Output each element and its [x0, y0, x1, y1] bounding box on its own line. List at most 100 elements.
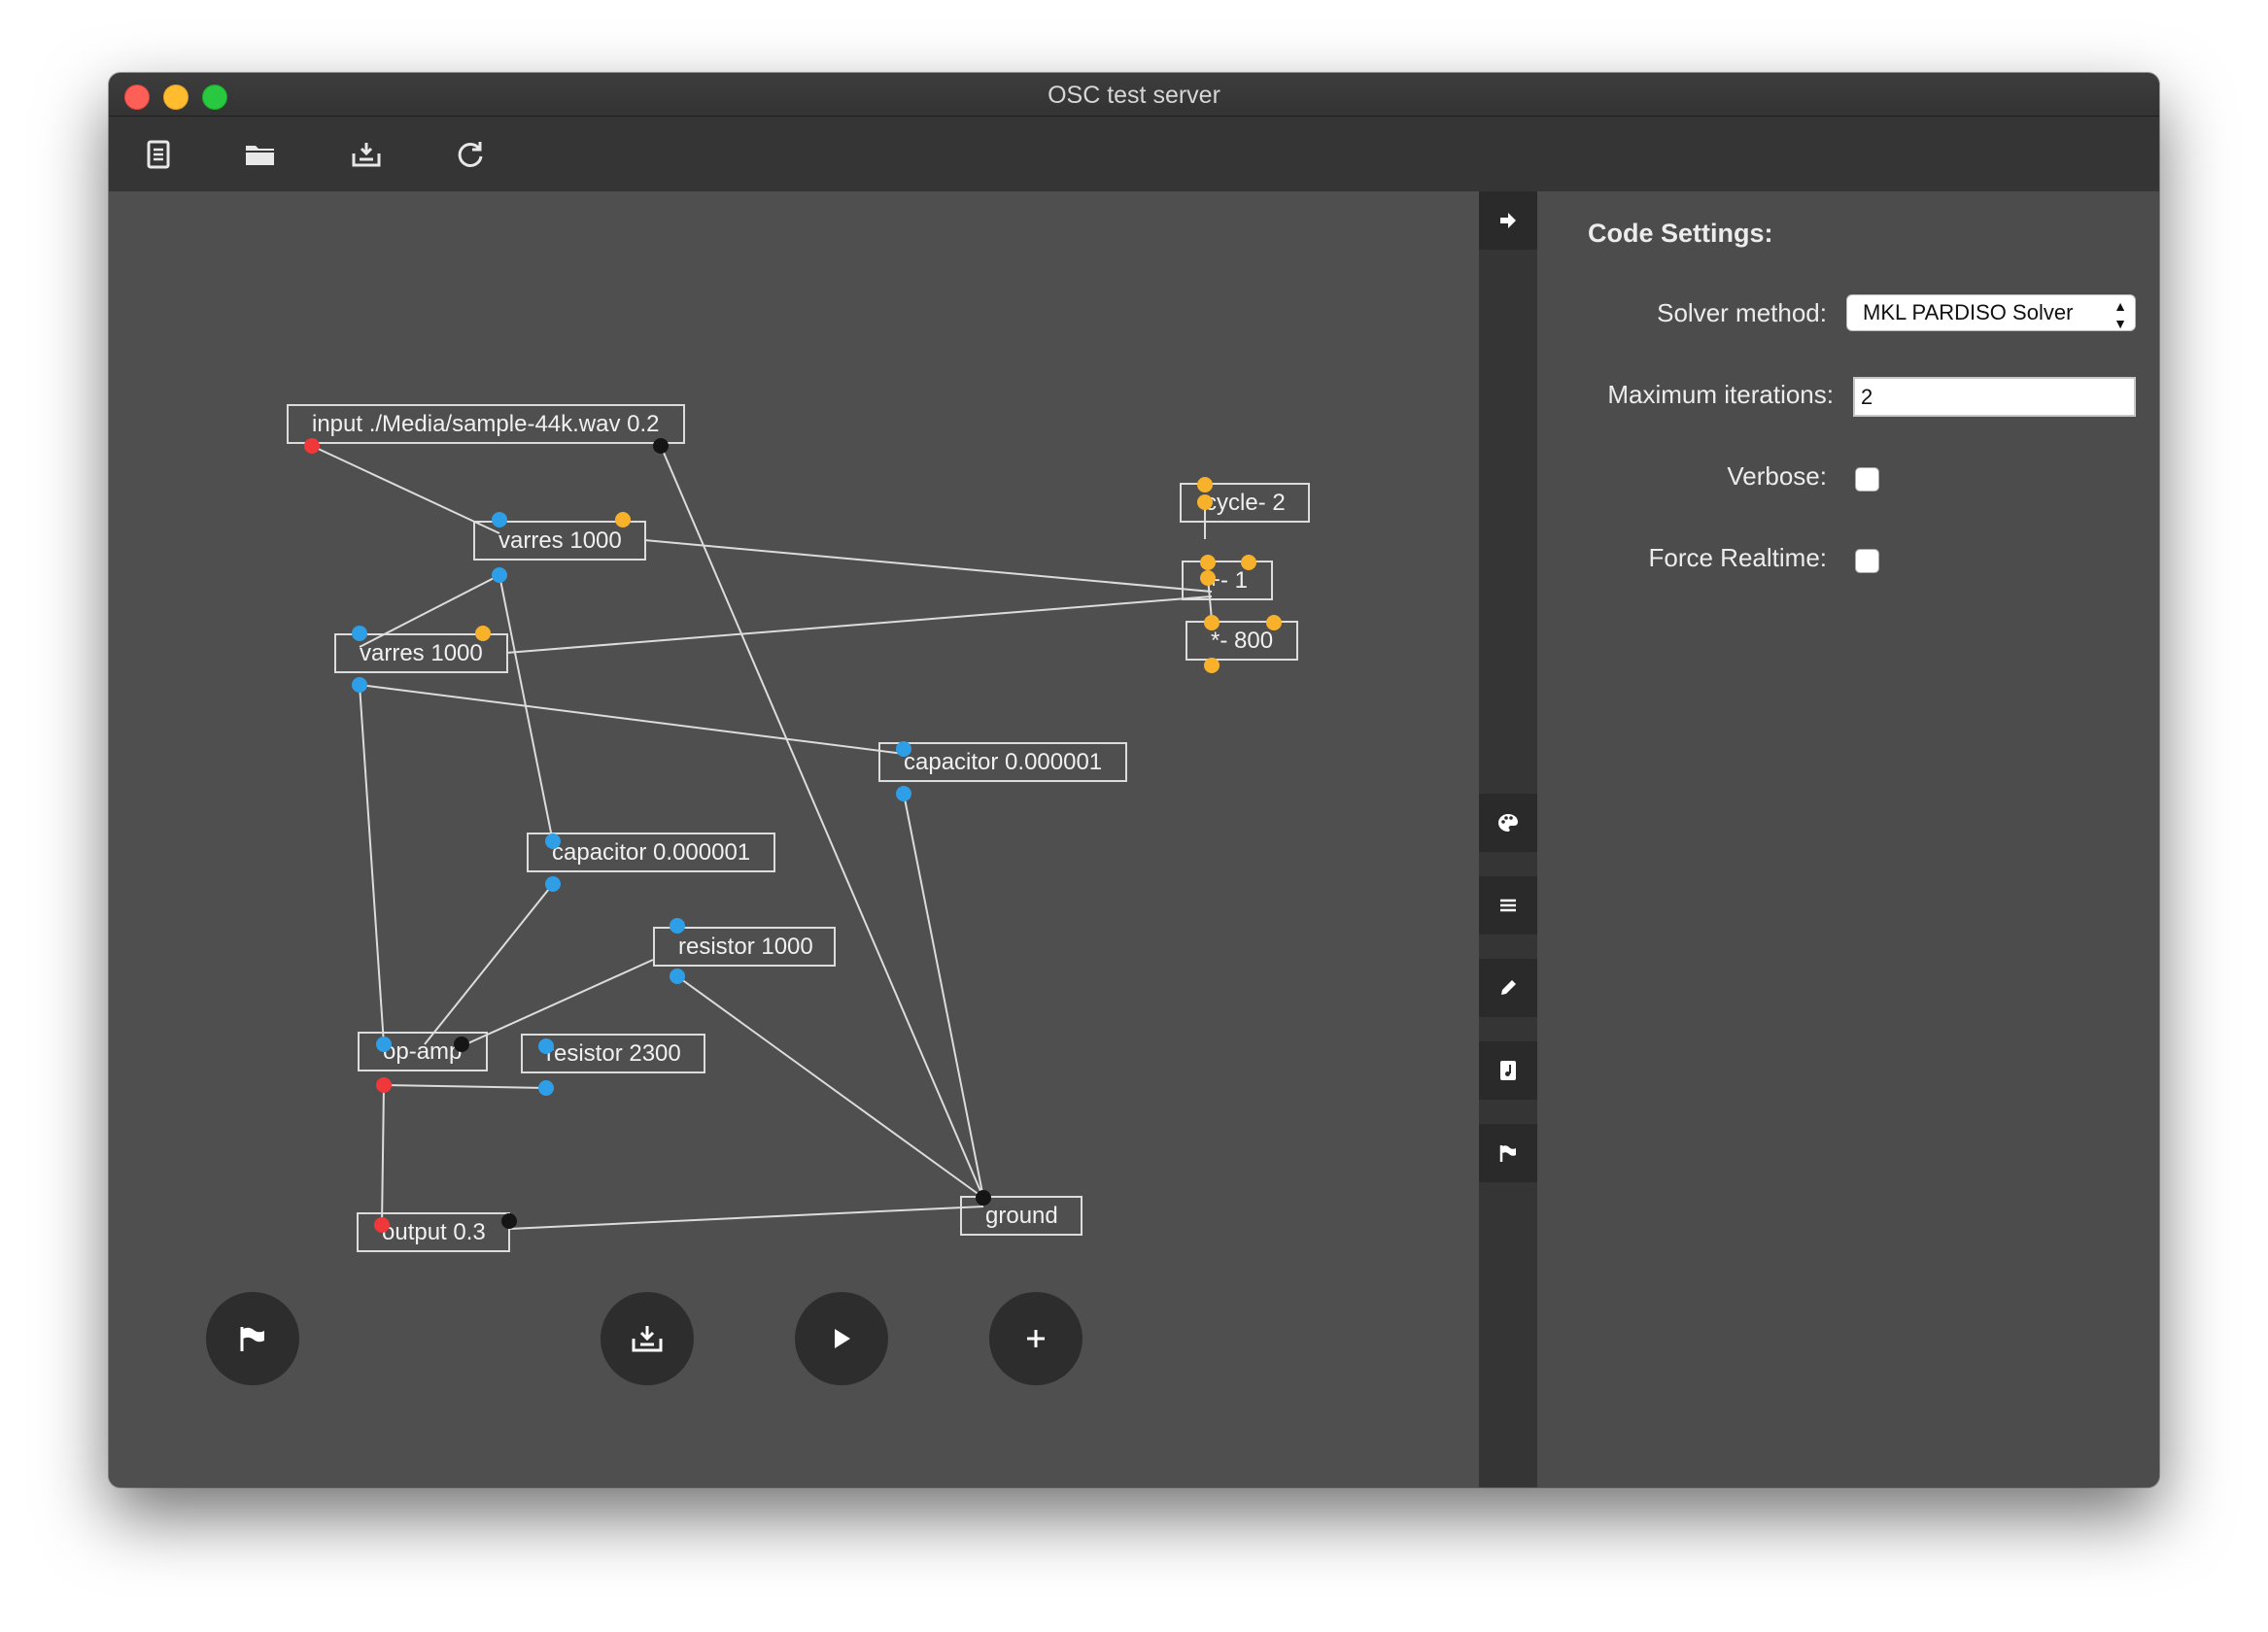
wire — [383, 1084, 547, 1089]
node-port[interactable] — [374, 1217, 390, 1233]
toolbar — [109, 117, 2159, 191]
wire — [424, 883, 554, 1045]
node-port[interactable] — [501, 1213, 517, 1229]
node-port[interactable] — [1200, 555, 1216, 570]
wire — [311, 445, 500, 534]
patch-node-times[interactable]: *- 800 — [1186, 621, 1298, 661]
pencil-icon — [1501, 980, 1516, 995]
node-port[interactable] — [1197, 477, 1213, 493]
panel-title: Code Settings: — [1588, 219, 1773, 248]
force-realtime-label: Force Realtime: — [1648, 543, 1828, 572]
max-iterations-input[interactable] — [1853, 377, 2136, 417]
patch-node-capacitor-2[interactable]: capacitor 0.000001 — [527, 833, 775, 872]
sidebar-item-palette[interactable] — [1479, 794, 1537, 852]
wire — [498, 574, 554, 843]
patch-node-op-amp[interactable]: op-amp — [358, 1032, 488, 1071]
node-label: op-amp — [383, 1038, 463, 1065]
node-port[interactable] — [976, 1190, 991, 1206]
new-document-button[interactable] — [134, 130, 183, 179]
save-icon — [352, 143, 381, 167]
node-label: capacitor 0.000001 — [904, 749, 1103, 775]
node-port[interactable] — [304, 438, 320, 454]
node-port[interactable] — [653, 438, 669, 454]
node-label: input ./Media/sample-44k.wav 0.2 — [312, 411, 660, 437]
node-port[interactable] — [454, 1037, 469, 1052]
node-port[interactable] — [670, 969, 685, 984]
wire — [505, 595, 1213, 654]
node-port[interactable] — [492, 512, 507, 527]
node-port[interactable] — [352, 626, 367, 641]
wire — [676, 975, 984, 1199]
new-document-icon — [147, 140, 170, 169]
flag-button[interactable] — [206, 1292, 299, 1385]
save-button[interactable] — [342, 130, 391, 179]
minimize-window-button[interactable] — [163, 85, 189, 110]
palette-icon — [1498, 814, 1518, 832]
verbose-checkbox[interactable] — [1855, 467, 1879, 492]
play-button[interactable] — [795, 1292, 888, 1385]
wire — [381, 1084, 385, 1226]
patch-node-output[interactable]: output 0.3 — [357, 1212, 510, 1252]
sidebar-item-music[interactable] — [1479, 1041, 1537, 1100]
node-port[interactable] — [352, 677, 367, 693]
node-port[interactable] — [1200, 570, 1216, 586]
sidebar-item-flag[interactable] — [1479, 1124, 1537, 1182]
patch-node-resistor-1000[interactable]: resistor 1000 — [653, 927, 836, 967]
patch-canvas[interactable]: input ./Media/sample-44k.wav 0.2 varres … — [109, 191, 1479, 1487]
node-port[interactable] — [545, 876, 561, 892]
sidebar-item-edit[interactable] — [1479, 959, 1537, 1017]
node-port[interactable] — [545, 833, 561, 849]
code-settings-panel: Code Settings: Solver method: MKL PARDIS… — [1537, 191, 2159, 1487]
node-port[interactable] — [896, 786, 911, 801]
patch-node-input[interactable]: input ./Media/sample-44k.wav 0.2 — [287, 404, 685, 444]
node-port[interactable] — [1266, 615, 1282, 630]
collapse-panel-button[interactable] — [1479, 191, 1537, 250]
patch-node-resistor-2300[interactable]: resistor 2300 — [521, 1034, 705, 1073]
patch-node-capacitor-1[interactable]: capacitor 0.000001 — [878, 742, 1127, 782]
solver-method-label: Solver method: — [1657, 298, 1827, 327]
app-window: OSC test server — [109, 73, 2159, 1487]
close-window-button[interactable] — [124, 85, 150, 110]
maximize-window-button[interactable] — [202, 85, 227, 110]
wire — [903, 793, 984, 1199]
reload-icon — [458, 142, 483, 167]
select-arrows-icon: ▲▼ — [2113, 298, 2127, 331]
node-port[interactable] — [538, 1080, 554, 1096]
node-port[interactable] — [1204, 658, 1220, 673]
node-label: varres 1000 — [498, 527, 622, 554]
node-label: resistor 1000 — [678, 934, 813, 960]
sidebar-item-list[interactable] — [1479, 876, 1537, 935]
open-folder-icon — [246, 146, 274, 165]
force-realtime-checkbox[interactable] — [1855, 549, 1879, 573]
list-icon — [1500, 899, 1516, 912]
node-port[interactable] — [1204, 615, 1220, 630]
node-port[interactable] — [538, 1038, 554, 1054]
solver-method-select[interactable]: MKL PARDISO Solver ▲▼ — [1846, 294, 2136, 331]
node-port[interactable] — [896, 741, 911, 757]
node-port[interactable] — [1197, 494, 1213, 510]
reload-button[interactable] — [446, 130, 495, 179]
patch-node-ground[interactable]: ground — [960, 1196, 1082, 1236]
node-port[interactable] — [670, 918, 685, 934]
patch-node-cycle[interactable]: cycle- 2 — [1180, 483, 1310, 523]
patch-node-varres-2[interactable]: varres 1000 — [334, 633, 508, 673]
node-port[interactable] — [475, 626, 491, 641]
download-button-icon — [632, 1326, 663, 1352]
patch-node-varres-1[interactable]: varres 1000 — [473, 521, 646, 561]
window-title: OSC test server — [1048, 82, 1220, 109]
node-port[interactable] — [1241, 555, 1256, 570]
node-port[interactable] — [615, 512, 631, 527]
download-button[interactable] — [601, 1292, 694, 1385]
patch-node-plus[interactable]: +- 1 — [1182, 561, 1273, 600]
node-label: ground — [985, 1203, 1058, 1229]
music-file-icon — [1500, 1061, 1516, 1080]
add-button[interactable] — [989, 1292, 1082, 1385]
node-port[interactable] — [492, 567, 507, 583]
open-folder-button[interactable] — [236, 130, 285, 179]
node-port[interactable] — [376, 1037, 392, 1052]
node-label: resistor 2300 — [546, 1040, 681, 1067]
solver-method-value: MKL PARDISO Solver — [1863, 300, 2074, 324]
play-button-icon — [835, 1329, 850, 1348]
sidebar-strip — [1479, 191, 1537, 1487]
node-port[interactable] — [376, 1077, 392, 1093]
